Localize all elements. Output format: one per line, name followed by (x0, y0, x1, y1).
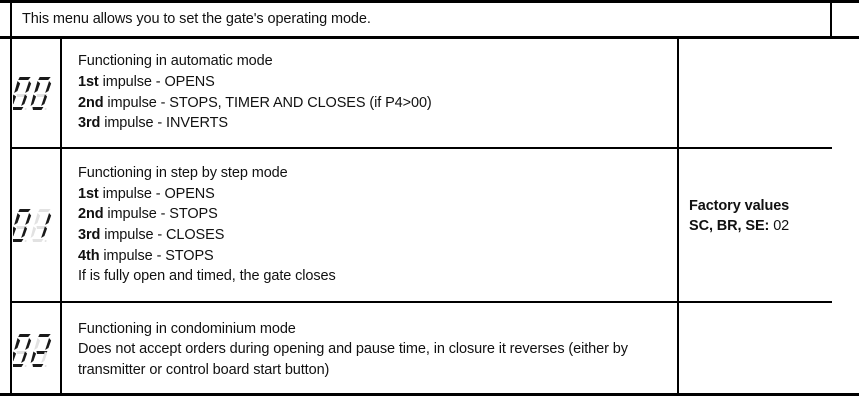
table-row: Functioning in automatic mode 1st impuls… (12, 38, 677, 147)
table-bottom-border (0, 393, 859, 396)
mode-line: 1st impulse - OPENS (78, 185, 215, 202)
seven-segment-display-02 (13, 333, 52, 367)
mode-line: 3rd impulse - INVERTS (78, 115, 228, 132)
mode-description-02: Functioning in condominium mode Does not… (70, 303, 673, 396)
factory-column-divider (677, 36, 679, 396)
factory-values-panel: Factory values SC, BR, SE: 02 (679, 38, 830, 396)
factory-values-title: Factory values (689, 198, 790, 215)
mode-description-01: Functioning in step by step mode 1st imp… (70, 149, 673, 301)
table-top-border (0, 0, 859, 3)
mode-line: 2nd impulse - STOPS (78, 206, 218, 223)
mode-line: 3rd impulse - CLOSES (78, 227, 225, 243)
mode-title: Functioning in condominium mode (78, 320, 296, 337)
table-header-border (0, 36, 859, 39)
mode-code-00 (12, 38, 60, 147)
mode-title: Functioning in automatic mode (78, 53, 273, 70)
mode-line: 2nd impulse - STOPS, TIMER AND CLOSES (i… (78, 94, 432, 111)
code-column-divider (60, 36, 62, 396)
table-right-border (830, 0, 832, 36)
factory-values-label: SC, BR, SE: (689, 218, 770, 234)
mode-code-02 (12, 303, 60, 396)
row-separator-1 (10, 147, 832, 149)
seven-segment-display-00 (13, 76, 52, 110)
factory-values-number: 02 (769, 218, 790, 234)
mode-line: 4th impulse - STOPS (78, 247, 214, 264)
table-row: Functioning in condominium mode Does not… (12, 303, 677, 396)
row-separator-2 (10, 301, 832, 303)
mode-line: Does not accept orders during opening an… (78, 341, 628, 378)
seven-segment-display-01 (13, 209, 52, 242)
mode-code-01 (12, 149, 60, 301)
mode-line: 1st impulse - OPENS (78, 73, 215, 90)
menu-description: This menu allows you to set the gate's o… (22, 10, 371, 27)
table-left-border (10, 0, 12, 396)
mode-line: If is fully open and timed, the gate clo… (78, 268, 336, 285)
factory-values-entry: SC, BR, SE: 02 (689, 217, 830, 237)
mode-description-00: Functioning in automatic mode 1st impuls… (70, 38, 673, 147)
mode-title: Functioning in step by step mode (78, 165, 288, 182)
table-row: Functioning in step by step mode 1st imp… (12, 149, 677, 301)
